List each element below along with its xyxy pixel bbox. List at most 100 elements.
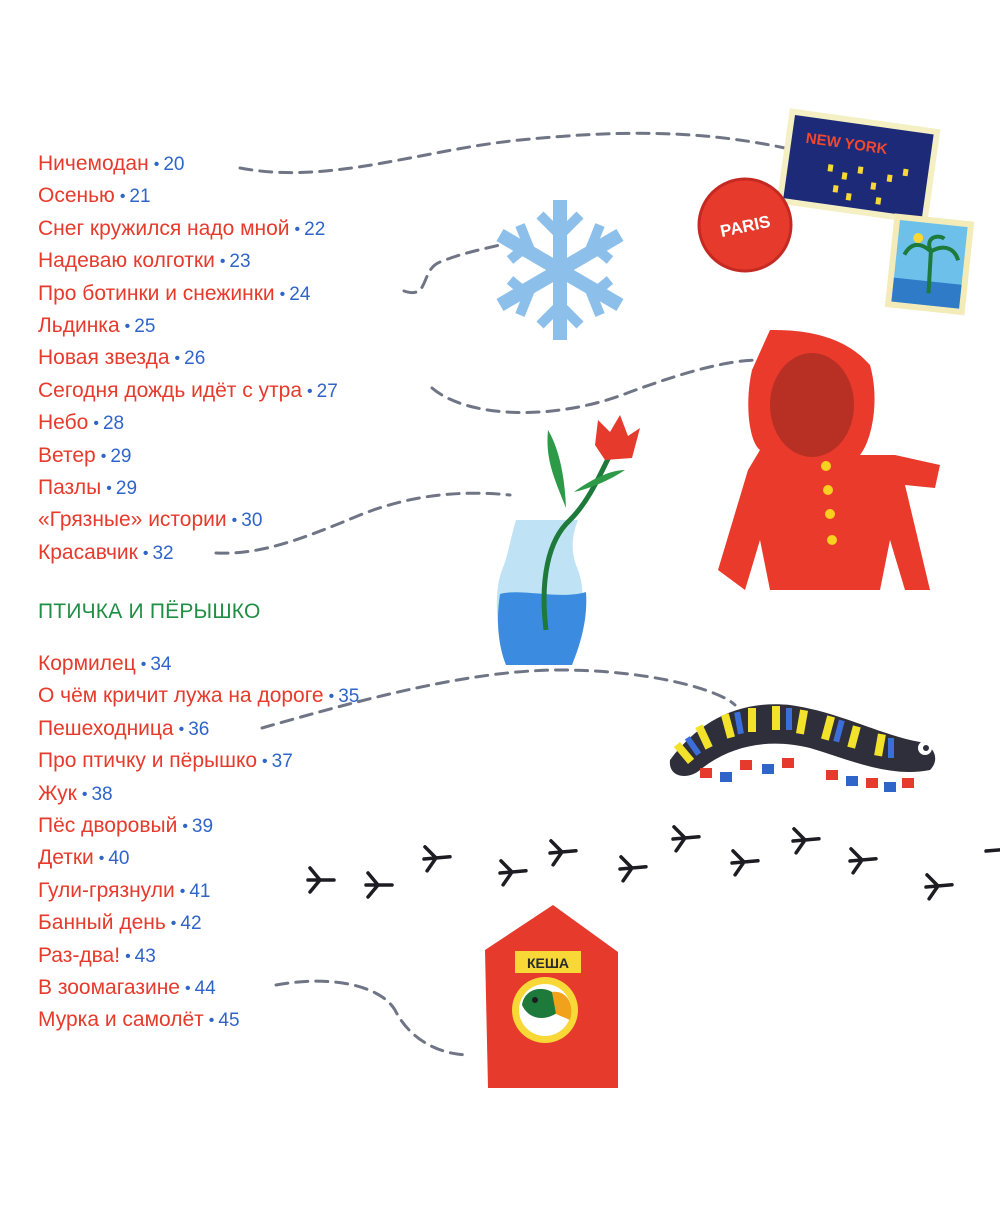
contents-entry[interactable]: Про птичку и пёрышко•37 — [38, 745, 518, 777]
contents-entry[interactable]: Ничемодан•20 — [38, 148, 518, 180]
entry-page-number: 23 — [229, 251, 251, 273]
entry-title: Пёс дворовый — [38, 813, 178, 837]
entry-page-number: 27 — [316, 380, 338, 402]
contents-entry[interactable]: Ветер•29 — [38, 440, 518, 472]
dashed-line-vase — [214, 491, 512, 555]
entry-title: Пешеходница — [38, 716, 174, 740]
entry-page-number: 36 — [188, 718, 210, 740]
red-raincoat-illustration — [718, 330, 940, 590]
bullet-dot-icon: • — [219, 253, 226, 271]
contents-entry[interactable]: Пазлы•29 — [38, 472, 518, 504]
entry-page-number: 34 — [150, 654, 172, 675]
contents-entry[interactable]: Небо•28 — [38, 407, 518, 439]
contents-entry[interactable]: Снег кружился надо мной•22 — [38, 213, 518, 245]
entry-page-number: 42 — [180, 913, 202, 935]
contents-entry[interactable]: Детки•40 — [38, 842, 518, 874]
bullet-dot-icon: • — [179, 882, 186, 900]
contents-entry[interactable]: Банный день•42 — [38, 907, 518, 939]
entry-page-number: 44 — [194, 977, 216, 999]
bullet-dot-icon: • — [279, 285, 286, 303]
new-york-stamp: NEW YORK — [776, 108, 941, 225]
entry-page-number: 21 — [129, 186, 151, 208]
entry-title: Снег кружился надо мной — [38, 216, 290, 240]
entry-page-number: 37 — [271, 751, 293, 773]
contents-entry[interactable]: Пёс дворовый•39 — [38, 810, 518, 842]
paris-badge: PARIS — [697, 177, 793, 273]
bird-footprints — [306, 825, 1000, 901]
entry-title: Сегодня дождь идёт с утра — [38, 378, 303, 402]
bullet-dot-icon: • — [294, 220, 301, 238]
contents-entry[interactable]: Осенью•21 — [38, 180, 518, 212]
dashed-line-raincoat — [430, 358, 762, 415]
bullet-dot-icon: • — [93, 415, 99, 433]
contents-entry[interactable]: Гули-грязнули•41 — [38, 875, 518, 907]
dashed-line-suitcase — [238, 131, 787, 175]
bullet-dot-icon: • — [208, 1012, 215, 1030]
entry-page-number: 29 — [110, 445, 132, 467]
contents-entry[interactable]: «Грязные» истории•30 — [38, 504, 518, 536]
entry-title: Детки — [38, 846, 94, 870]
bullet-dot-icon: • — [98, 850, 105, 868]
contents-entry[interactable]: Надеваю колготки•23 — [38, 245, 518, 277]
contents-entry[interactable]: Кормилец•34 — [38, 648, 518, 680]
bullet-dot-icon: • — [119, 188, 126, 206]
bullet-dot-icon: • — [174, 350, 181, 368]
bullet-dot-icon: • — [125, 947, 131, 965]
bullet-dot-icon: • — [124, 317, 131, 335]
entry-title: Льдинка — [38, 313, 120, 337]
entry-title: Осенью — [38, 184, 115, 208]
bullet-dot-icon: • — [170, 915, 177, 933]
palm-tree-stamp — [884, 213, 975, 316]
bullet-dot-icon: • — [307, 382, 313, 400]
entry-page-number: 25 — [134, 315, 156, 337]
entry-title: Небо — [38, 411, 89, 435]
contents-entry[interactable]: Новая звезда•26 — [38, 342, 518, 374]
bullet-dot-icon: • — [140, 656, 147, 673]
bullet-dot-icon: • — [262, 753, 268, 771]
entry-title: Кормилец — [38, 652, 136, 675]
entry-page-number: 38 — [91, 783, 113, 805]
entry-title: В зоомагазине — [38, 975, 180, 999]
tulip-vase-illustration — [496, 415, 640, 665]
contents-entry[interactable]: Красавчик•32 — [38, 537, 518, 569]
bullet-dot-icon: • — [185, 979, 191, 997]
entry-title: Про птичку и пёрышко — [38, 749, 258, 773]
dashed-line-snowflake — [402, 243, 502, 295]
contents-entry[interactable]: Мурка и самолёт•45 — [38, 1004, 518, 1036]
entry-page-number: 32 — [152, 542, 174, 564]
contents-entry[interactable]: О чём кричит лужа на дороге•35 — [38, 680, 518, 712]
contents-entry[interactable]: Раз-два!•43 — [38, 940, 518, 972]
contents-entry[interactable]: Пешеходница•36 — [38, 713, 518, 745]
entry-page-number: 30 — [241, 510, 263, 532]
contents-entry[interactable]: Льдинка•25 — [38, 310, 518, 342]
bullet-dot-icon: • — [182, 817, 188, 835]
bullet-dot-icon: • — [178, 720, 185, 738]
contents-entry[interactable]: Жук•38 — [38, 778, 518, 810]
entry-page-number: 40 — [108, 848, 130, 870]
entry-title: Красавчик — [38, 540, 138, 564]
contents-entry[interactable]: Про ботинки и снежинки•24 — [38, 278, 518, 310]
bullet-dot-icon: • — [106, 479, 112, 497]
entry-page-number: 39 — [191, 815, 214, 837]
dashed-line-birdhouse — [274, 979, 472, 1057]
entry-title: Пазлы — [38, 475, 102, 499]
contents-entry[interactable]: В зоомагазине •44 — [38, 972, 518, 1004]
entry-title: Раз-два! — [38, 943, 121, 967]
contents-entry[interactable]: Сегодня дождь идёт с утра•27 — [38, 375, 518, 407]
entry-page-number: 26 — [184, 348, 206, 370]
birdhouse-illustration: КЕША — [485, 905, 618, 1088]
entry-title: «Грязные» истории — [38, 508, 227, 532]
bullet-dot-icon: • — [153, 156, 160, 173]
caterpillar-illustration — [669, 704, 936, 792]
entry-title: Ничемодан — [38, 152, 149, 175]
entry-title: Жук — [38, 781, 77, 805]
entry-title: Надеваю колготки — [38, 249, 215, 273]
snowflake-icon — [496, 200, 624, 340]
entry-page-number: 35 — [338, 686, 360, 708]
entry-title: Мурка и самолёт — [38, 1008, 204, 1032]
entry-title: Гули-грязнули — [38, 878, 175, 902]
